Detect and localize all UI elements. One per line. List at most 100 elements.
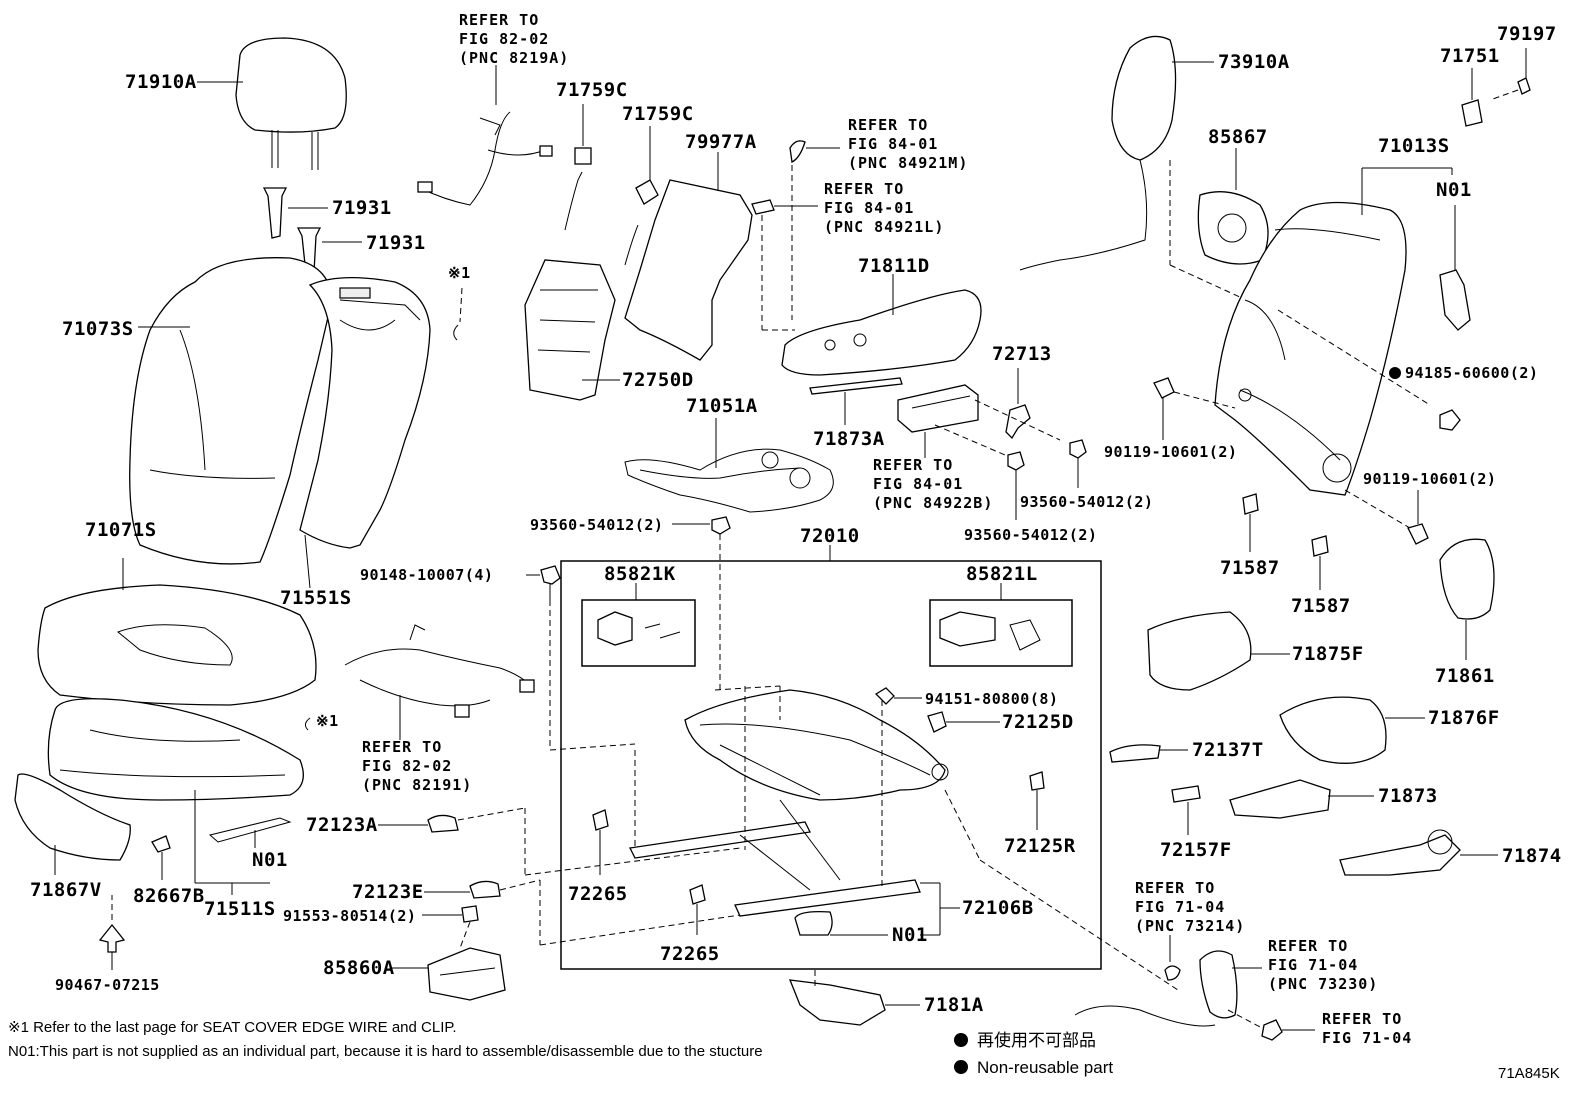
refer-to-text: FIG 71-04 [1135, 898, 1225, 916]
cover-drawing [469, 880, 501, 899]
part-number-label: 72750D [622, 369, 694, 391]
refer-to-text: FIG 82-02 [362, 757, 452, 775]
part-number-label: 85821L [966, 563, 1038, 585]
part-number-label: 71071S [85, 519, 157, 541]
part-number-label: 72123E [352, 881, 424, 903]
part-number-label: 93560-54012(2) [964, 526, 1097, 544]
refer-to-text: (PNC 73214) [1135, 917, 1245, 935]
part-labels: 71910A 71931 71931 71073S 71071S 71551S … [30, 23, 1562, 1016]
bolt-drawing [540, 565, 636, 751]
wire-harness-lower-drawing [344, 624, 535, 718]
part-number-label: 71811D [858, 255, 930, 277]
clip-drawing [689, 884, 706, 905]
part-number-label: 90467-07215 [55, 976, 160, 994]
refer-to-text: (PNC 8219A) [459, 49, 569, 67]
nut-drawing [1439, 409, 1461, 431]
seat-adjuster-box [560, 560, 1102, 970]
seatback-cover-drawing [129, 257, 333, 565]
side-airbag-drawing [1019, 35, 1177, 271]
recliner-motor-drawing [1439, 269, 1471, 331]
clip-drawing [592, 809, 609, 831]
wire-harness-upper-drawing [417, 111, 553, 206]
push-clip-drawing [98, 895, 126, 970]
refer-to-text: REFER TO [1322, 1010, 1402, 1028]
clip-bracket-drawing [1005, 404, 1031, 440]
seat-motor-drawing [597, 611, 681, 646]
part-number-label: 71759C [622, 103, 694, 125]
x1-mark: ※1 [448, 264, 471, 282]
part-number-label: 72137T [1192, 739, 1264, 761]
part-number-label: 82667B [133, 885, 205, 907]
recliner-lever-drawing [1074, 950, 1238, 1027]
cover-clip-drawing [1171, 785, 1201, 803]
seat-heater-module-drawing [1197, 191, 1269, 265]
part-number-label: 94151-80800(8) [925, 690, 1058, 708]
refer-to-text: (PNC 84921M) [848, 154, 968, 172]
seatback-pad-drawing [299, 277, 431, 549]
seatback-pad-sheet-drawing [624, 179, 753, 361]
refer-to-text: FIG 84-01 [824, 199, 914, 217]
bracket-drawing [1029, 771, 1045, 791]
refer-to-text: FIG 71-04 [1268, 956, 1358, 974]
part-number-label: 79977A [685, 131, 757, 153]
part-number-label: 71874 [1502, 845, 1562, 867]
clip-drawing [453, 287, 463, 341]
part-number-label: 90148-10007(4) [360, 566, 493, 584]
cushion-sensor-drawing [208, 817, 292, 843]
clip-drawing [1517, 77, 1531, 95]
seat-motor-drawing [939, 611, 1041, 651]
part-number-label: 72125D [1002, 711, 1074, 733]
part-number-label: 72010 [800, 525, 860, 547]
part-number-label: 85860A [323, 957, 395, 979]
x1-mark: ※1 [316, 712, 339, 730]
bolt-drawing [1153, 377, 1175, 399]
part-number-label: 71876F [1428, 707, 1500, 729]
screw-drawing [1007, 439, 1087, 471]
refer-to-text: FIG 84-01 [873, 475, 963, 493]
part-number-label: 73910A [1218, 51, 1290, 73]
part-number-label: 71051A [686, 395, 758, 417]
part-number-label: 94185-60600(2) [1405, 364, 1538, 382]
n01-label: N01 [892, 924, 928, 946]
part-number-label: 71751 [1440, 45, 1500, 67]
refer-to-text: REFER TO [1135, 879, 1215, 897]
lumbar-assembly-drawing [524, 171, 639, 401]
figure-code: 71A845K [1498, 1065, 1560, 1082]
part-number-label: 71013S [1378, 135, 1450, 157]
legend-en: Non-reusable part [977, 1058, 1113, 1077]
part-number-label: 71073S [62, 318, 134, 340]
part-number-label: 71931 [332, 197, 392, 219]
lower-cover-drawing [1229, 779, 1331, 819]
motor-subbox-left [581, 599, 696, 667]
clamp-drawing [151, 835, 171, 853]
refer-to-text: FIG 82-02 [459, 30, 549, 48]
part-number-label: 71867V [30, 879, 102, 901]
part-number-label: 71759C [556, 79, 628, 101]
legend-dot-icon [954, 1033, 968, 1047]
cushion-cover-drawing [37, 584, 317, 706]
refer-to-text: FIG 71-04 [1322, 1029, 1412, 1047]
part-number-label: 71551S [280, 587, 352, 609]
bracket-drawing [1461, 99, 1483, 127]
connector-drawing [635, 179, 659, 205]
cushion-pad-drawing [47, 698, 304, 801]
part-number-label: 71875F [1292, 643, 1364, 665]
part-number-label: 71910A [125, 71, 197, 93]
part-number-label: 72265 [568, 883, 628, 905]
part-number-label: 72157F [1160, 839, 1232, 861]
clip-lower-drawing [304, 717, 311, 731]
non-reusable-mark [1389, 367, 1401, 379]
refer-to-text: (PNC 84922B) [873, 494, 993, 512]
lower-rail-cover-drawing [1339, 829, 1461, 876]
seatback-spring-drawing [624, 448, 834, 513]
refer-to-text: REFER TO [848, 116, 928, 134]
legend-jp: 再使用不可部品 [977, 1030, 1096, 1050]
screw-drawing [711, 516, 731, 690]
part-number-label: 85821K [604, 563, 676, 585]
refer-to-text: REFER TO [873, 456, 953, 474]
part-number-label: 71931 [366, 232, 426, 254]
part-number-label: 71873A [813, 428, 885, 450]
refer-to-blocks: REFER TO FIG 82-02 (PNC 8219A) REFER TO … [362, 11, 1412, 1047]
part-number-label: 72265 [660, 943, 720, 965]
part-number-label: 72123A [306, 814, 378, 836]
